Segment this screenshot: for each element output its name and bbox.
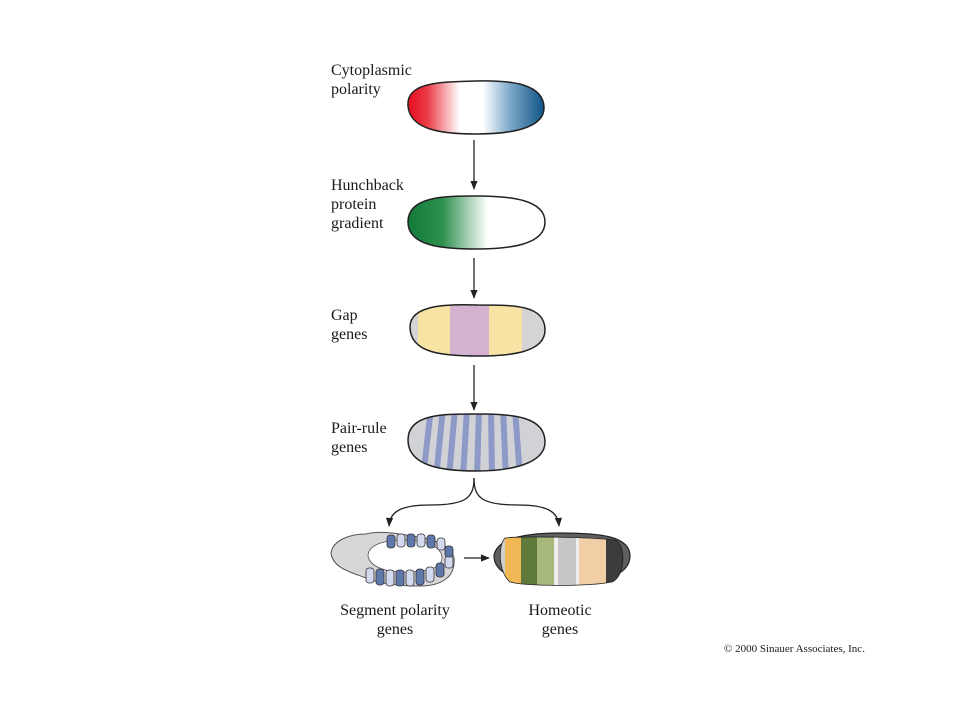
embryo-segment-polarity — [330, 531, 455, 587]
label-hunchback-protein-gradient: Hunchback protein gradient — [331, 177, 404, 232]
embryo-cytoplasmic-polarity — [407, 80, 545, 135]
embryo-pair-rule-genes — [408, 414, 545, 471]
embryo-homeotic — [493, 532, 631, 586]
label-gap-genes: Gap genes — [331, 307, 368, 343]
label-pair-rule-genes: Pair-rule genes — [331, 420, 387, 456]
label-cytoplasmic-polarity: Cytoplasmic polarity — [331, 62, 412, 98]
embryo-gap-genes — [410, 304, 545, 356]
label-segment-polarity-genes: Segment polarity genes — [340, 602, 450, 638]
arrow-to-segment-polarity — [385, 477, 475, 527]
embryo-hunchback-gradient — [407, 195, 546, 250]
label-homeotic-genes: Homeotic genes — [528, 602, 592, 638]
arrow-to-homeotic — [473, 477, 563, 527]
copyright-notice: © 2000 Sinauer Associates, Inc. — [724, 643, 865, 655]
